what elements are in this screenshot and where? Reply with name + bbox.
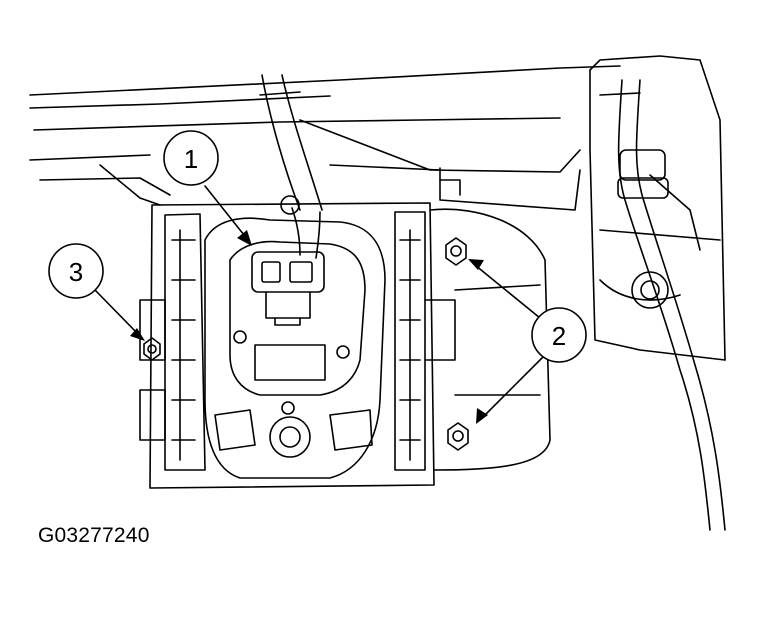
- callout-2-label: 2: [552, 321, 566, 351]
- wiring-harness: [599, 79, 726, 531]
- mounting-nut-left: [143, 337, 161, 361]
- electrical-connector: [251, 251, 325, 326]
- mounting-nut-lower-right: [447, 422, 469, 451]
- figure-id: G03277240: [38, 524, 150, 547]
- arrowhead-callout-2-lower: [476, 408, 488, 424]
- arrowhead-callout-2-upper: [468, 259, 484, 270]
- body-frame: [29, 55, 726, 361]
- leader-lines: [94, 185, 546, 419]
- module-bracket: [139, 202, 456, 489]
- mounting-nut-upper-right: [445, 237, 467, 266]
- callout-3-label: 3: [69, 257, 83, 287]
- module-body: [204, 217, 386, 479]
- cable: [261, 74, 323, 259]
- arrowhead-callout-3: [130, 328, 145, 341]
- callout-1-label: 1: [184, 144, 198, 174]
- callout-3-circle: [48, 243, 104, 299]
- callout-1-circle: [163, 130, 219, 186]
- arrowhead-callout-1: [237, 230, 252, 246]
- callout-2-circle: [531, 307, 587, 363]
